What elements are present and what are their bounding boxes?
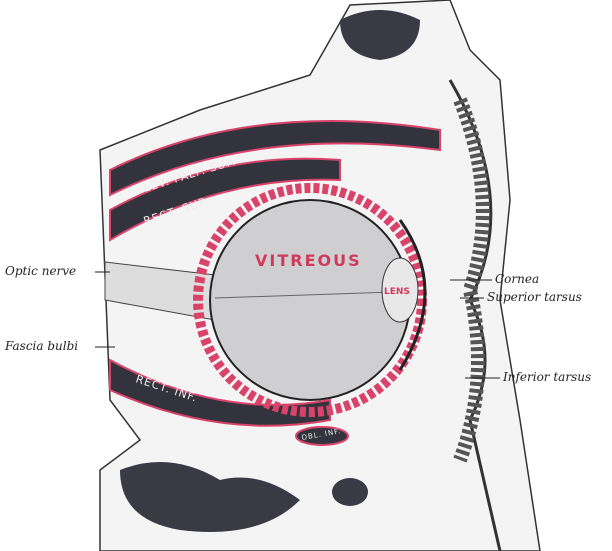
- optic-nerve-label: Optic nerve: [5, 264, 77, 278]
- rect-sup-muscle: [109, 157, 341, 242]
- lens-label: LENS: [384, 287, 410, 297]
- fascia-bulbi-label: Fascia bulbi: [5, 339, 79, 353]
- hyaloid-canal: [214, 291, 396, 299]
- vitreous-label: VITREOUS: [255, 251, 362, 270]
- frontal-sinus: [340, 10, 420, 60]
- maxillary-bone: [120, 462, 300, 532]
- inferior-tarsus-label: Inferior tarsus: [503, 370, 592, 384]
- cornea-label: Cornea: [495, 272, 540, 286]
- lens-shape: [381, 257, 419, 323]
- superior-tarsus-label: Superior tarsus: [487, 290, 582, 304]
- obl-inf-muscle: [295, 426, 349, 446]
- lev-palp-sup-muscle: [109, 120, 441, 197]
- cornea-shape: [398, 219, 427, 371]
- pointer-lines: [95, 271, 500, 379]
- sclera-fascia: [193, 183, 427, 417]
- bone-cavity: [332, 478, 368, 506]
- eyeball: [209, 199, 411, 401]
